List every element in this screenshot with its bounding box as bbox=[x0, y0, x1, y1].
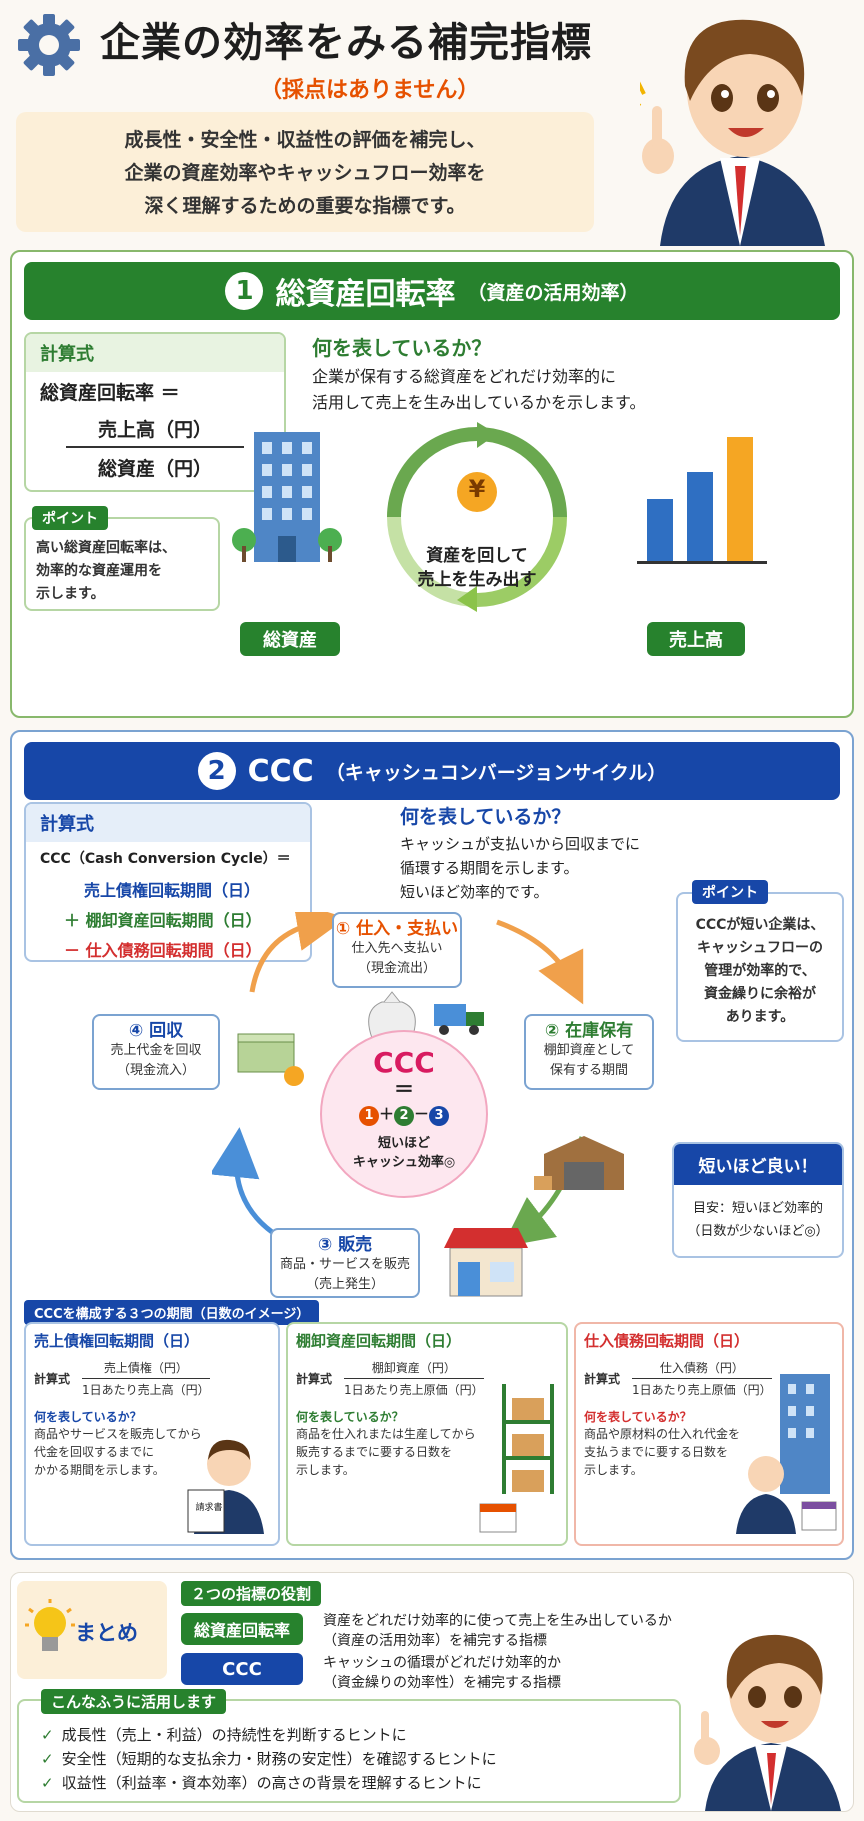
yen-icon: ¥ bbox=[468, 475, 486, 503]
uses-badge: こんなふうに活用します bbox=[41, 1689, 227, 1714]
num-badge-3: 3 bbox=[429, 1106, 450, 1126]
what-title-2: 何を表しているか？ bbox=[400, 806, 571, 828]
period-col-receivables: 売上債権回転期間（日） 計算式 売上債権（円） 1日あたり売上高（円） 何を表し… bbox=[24, 1322, 280, 1546]
summary-label: まとめ bbox=[75, 1621, 138, 1645]
gear-icon bbox=[18, 14, 80, 76]
num-badge-2: 2 bbox=[394, 1106, 414, 1126]
what-title-1: 何を表しているか？ bbox=[312, 336, 492, 360]
sales-bar-icon bbox=[637, 437, 767, 564]
check-icon: ✓ bbox=[41, 1726, 54, 1744]
period-col-inventory: 棚卸資産回転期間（日） 計算式 棚卸資産（円） 1日あたり売上原価（円） 何を表… bbox=[286, 1322, 568, 1546]
step-collection: ④ 回収 売上代金を回収 （現金流入） bbox=[92, 1014, 220, 1090]
page-subtitle: （採点はありません） bbox=[260, 78, 480, 103]
office-building-icon bbox=[232, 432, 342, 562]
shelf-with-boxes-icon bbox=[502, 1384, 554, 1494]
store-icon bbox=[444, 1228, 528, 1297]
page-title: 企業の効率をみる補完指標 bbox=[100, 20, 592, 66]
section1-header: 1 総資産回転率 （資産の活用効率） bbox=[24, 262, 840, 320]
cycle-text: 資産を回して 売上を生み出す bbox=[417, 546, 537, 590]
uses-box bbox=[17, 1699, 681, 1803]
point-badge-2: ポイント bbox=[692, 880, 768, 904]
step-inventory: ② 在庫保有 棚卸資産として 保有する期間 bbox=[524, 1014, 654, 1090]
formula-box-2: 計算式 CCC（Cash Conversion Cycle）＝ 売上債権回転期間… bbox=[24, 802, 312, 962]
check-icon: ✓ bbox=[41, 1750, 54, 1768]
uses-list: ✓成長性（売上・利益）の持続性を判断するヒントに ✓安全性（短期的な支払余力・財… bbox=[41, 1723, 497, 1795]
businessman-with-invoice-icon bbox=[187, 1439, 264, 1534]
ccc-cycle-arrows bbox=[212, 912, 585, 1248]
label-sales: 売上高 bbox=[647, 622, 745, 656]
check-icon: ✓ bbox=[41, 1774, 54, 1792]
businessman-illustration bbox=[640, 19, 825, 246]
roles-badge: ２つの指標の役割 bbox=[181, 1581, 322, 1606]
role-text-1: 資産をどれだけ効率的に使って売上を生み出しているか （資産の活用効率）を補完する… bbox=[323, 1613, 672, 1649]
money-bag-icon bbox=[368, 991, 416, 1039]
summary-section: まとめ ２つの指標の役割 総資産回転率 資産をどれだけ効率的に使って売上を生み出… bbox=[10, 1572, 854, 1812]
cycle-arrows-icon bbox=[387, 422, 567, 612]
section-asset-turnover: 1 総資産回転率 （資産の活用効率） 計算式 総資産回転率 ＝ 売上高（円） 総… bbox=[10, 250, 854, 718]
step-sales: ③ 販売 商品・サービスを販売 （売上発生） bbox=[270, 1228, 420, 1298]
what-text-1: 企業が保有する総資産をどれだけ効率的に 活用して売上を生み出しているかを示します… bbox=[312, 367, 646, 412]
section-ccc: 2 CCC （キャッシュコンバージョンサイクル） 計算式 CCC（Cash Co… bbox=[10, 730, 854, 1560]
use-item: ✓収益性（利益率・資本効率）の高さの背景を理解するヒントに bbox=[41, 1774, 482, 1792]
lightbulb-icon bbox=[25, 1599, 75, 1651]
role-pill-asset-turnover: 総資産回転率 bbox=[181, 1613, 303, 1645]
point-badge-1: ポイント bbox=[32, 506, 108, 530]
invoice-label: 請求書 bbox=[195, 1503, 223, 1513]
role-text-2: キャッシュの循環がどれだけ効率的か （資金繰りの効率性）を補完する指標 bbox=[323, 1655, 561, 1691]
point-box-2: CCCが短い企業は、 キャッシュフローの 管理が効率的で、 資金繰りに余裕が あ… bbox=[676, 892, 844, 1042]
use-item: ✓成長性（売上・利益）の持続性を判断するヒントに bbox=[41, 1726, 407, 1744]
warehouse-icon bbox=[534, 1136, 624, 1190]
cash-stack-icon bbox=[237, 1033, 304, 1086]
point-box-1: 高い総資産回転率は、 効率的な資産運用を 示します。 bbox=[24, 517, 220, 611]
calendar-icon-1 bbox=[479, 1503, 517, 1533]
building-businessman-icon bbox=[736, 1374, 837, 1534]
step-purchase: ① 仕入・支払い 仕入先へ支払い （現金流出） bbox=[332, 912, 462, 988]
label-total-assets: 総資産 bbox=[240, 622, 340, 656]
role-pill-ccc: CCC bbox=[181, 1653, 303, 1685]
use-item: ✓安全性（短期的な支払余力・財務の安定性）を確認するヒントに bbox=[41, 1750, 497, 1768]
businessman-illustration-bottom bbox=[694, 1634, 841, 1811]
what-text-2: キャッシュが支払いから回収までに 循環する期間を示します。 短いほど効率的です。 bbox=[400, 835, 641, 901]
periods-badge: CCCを構成する３つの期間（日数のイメージ） bbox=[24, 1300, 320, 1325]
short-is-good-box: 短いほど良い！ 目安：短いほど効率的 （日数が少ないほど◎） bbox=[672, 1142, 844, 1258]
intro-box: 成長性・安全性・収益性の評価を補完し、 企業の資産効率やキャッシュフロー効率を … bbox=[16, 112, 594, 232]
truck-icon bbox=[434, 1004, 484, 1035]
formula-box-1: 計算式 総資産回転率 ＝ 売上高（円） 総資産（円） bbox=[24, 332, 286, 492]
ccc-center-circle: CCC ＝ 1＋2－3 短いほど キャッシュ効率◎ bbox=[320, 1030, 488, 1198]
period-col-payables: 仕入債務回転期間（日） 計算式 仕入債務（円） 1日あたり売上原価（円） 何を表… bbox=[574, 1322, 844, 1546]
section2-header: 2 CCC （キャッシュコンバージョンサイクル） bbox=[24, 742, 840, 800]
num-badge-1: 1 bbox=[358, 1106, 379, 1126]
